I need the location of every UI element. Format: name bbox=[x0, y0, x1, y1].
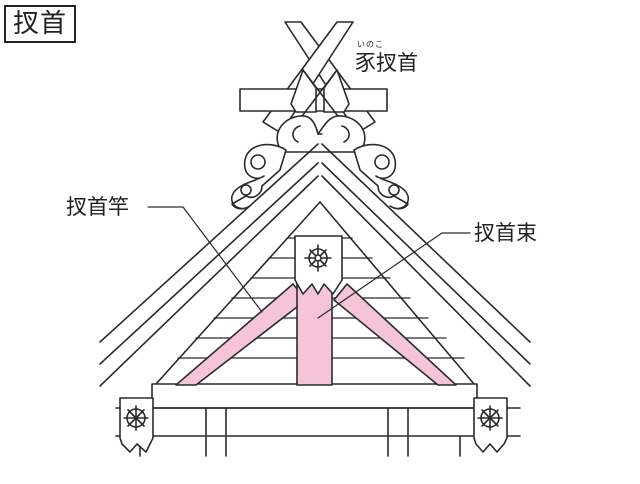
leader-tsuka bbox=[317, 232, 471, 319]
posts bbox=[139, 407, 461, 457]
right-curl-ornament bbox=[353, 143, 410, 210]
leader-sao bbox=[147, 206, 263, 313]
title-box: 扠首 bbox=[4, 5, 76, 43]
left-corner-ornament-icon bbox=[119, 397, 154, 453]
barge-boards-left bbox=[99, 143, 319, 387]
scroll-ornament-icon bbox=[276, 115, 366, 153]
tie-beam bbox=[115, 383, 521, 437]
sasu-sao-highlight bbox=[175, 275, 457, 386]
sasu-sao-right bbox=[333, 283, 457, 386]
barge-boards-right bbox=[321, 143, 531, 387]
title: 扠首 bbox=[12, 9, 67, 39]
inoko-reading: いのこ bbox=[357, 40, 384, 49]
left-curl-ornament bbox=[230, 143, 287, 210]
label-sasu-sao: 扠首竿 bbox=[66, 195, 129, 219]
label-sasu-tsuka: 扠首束 bbox=[474, 221, 537, 245]
gable-face-outline bbox=[155, 201, 475, 385]
crossed-rafters-icon bbox=[262, 21, 376, 134]
leader-lines bbox=[147, 206, 471, 319]
label-inoko-sasu: 豕扠首 bbox=[355, 51, 418, 75]
right-corner-ornament-icon bbox=[473, 397, 508, 453]
sasu-sao-left bbox=[175, 283, 307, 386]
gegyo-ornament-icon bbox=[294, 235, 343, 295]
